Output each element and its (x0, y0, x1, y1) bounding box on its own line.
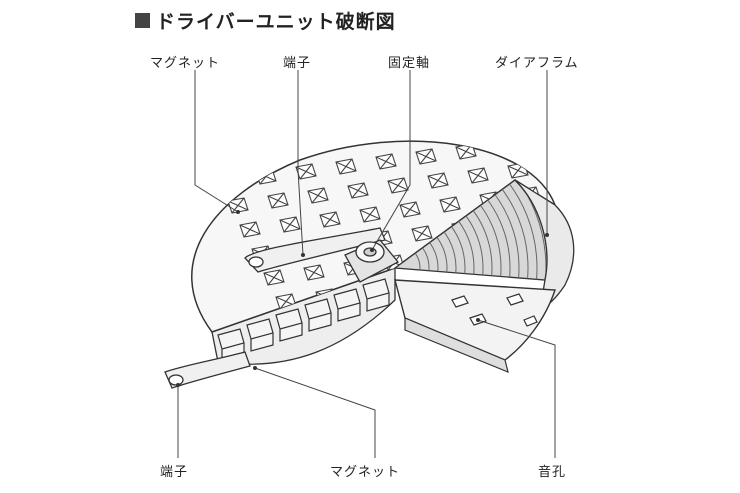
magnet-cell (467, 167, 489, 184)
diagram-title: ドライバーユニット破断図 (135, 6, 396, 34)
magnet-cell (319, 211, 341, 228)
magnet-cell (415, 148, 437, 165)
front-block (217, 328, 245, 362)
label-sound-hole: 音孔 (538, 465, 567, 480)
diaphragm-ring (395, 180, 511, 280)
diaphragm-ring (395, 180, 493, 280)
terminal-bottom-strip (164, 351, 251, 389)
terminal-top-hole (248, 256, 264, 268)
title-text: ドライバーユニット破断図 (156, 10, 396, 33)
sound-holes (451, 293, 538, 327)
diaphragm-ring (395, 180, 520, 280)
magnet-cell (427, 172, 449, 189)
title-square-icon (135, 12, 150, 28)
diaphragm-ring (395, 233, 430, 280)
magnet-cell (439, 196, 461, 213)
bottom-plate-edge (404, 317, 509, 374)
diaphragm-ring (395, 242, 421, 280)
magnet-cell (295, 163, 317, 180)
magnet-cell (507, 162, 529, 179)
label-magnet-top: マグネット (150, 56, 221, 71)
diaphragm-ring (395, 197, 466, 280)
fixed-shaft (344, 239, 400, 283)
diaphragm-ring (395, 180, 538, 280)
label-terminal-top: 端子 (283, 56, 312, 71)
magnet-cell (335, 158, 357, 175)
terminal-top-strip (244, 227, 386, 273)
diaphragm-ring (395, 188, 475, 280)
magnet-cell (267, 192, 289, 209)
magnet-cell (303, 264, 325, 281)
diaphragm-ring (395, 215, 448, 280)
magnet-cell (279, 216, 301, 233)
magnet-cell (239, 221, 261, 238)
diaphragm-rings (395, 180, 547, 280)
diaphragm-ring (395, 180, 502, 280)
front-block (304, 298, 332, 332)
magnet-cell (375, 153, 397, 170)
magnet-cell (263, 269, 285, 286)
magnet-cell (387, 177, 409, 194)
leader-dots (176, 210, 549, 387)
magnet-cell (215, 173, 237, 190)
front-block (246, 318, 274, 352)
diaphragm-ring (395, 206, 457, 280)
label-terminal-bottom: 端子 (160, 465, 189, 480)
terminal-bottom-hole (168, 374, 184, 386)
label-diaphragm: ダイアフラム (495, 56, 579, 71)
front-block (275, 308, 303, 342)
magnet-cell (347, 182, 369, 199)
leader-lines (177, 70, 556, 458)
magnet-cell (307, 187, 329, 204)
front-block (333, 288, 361, 322)
magnet-cell (359, 206, 381, 223)
label-magnet-bottom: マグネット (330, 465, 401, 480)
diaphragm-ring (395, 180, 547, 280)
magnet-cell (495, 141, 517, 155)
diaphragm-ring (395, 180, 484, 280)
magnet-cell (399, 201, 421, 218)
diaphragm-ring (395, 180, 529, 280)
front-blocks (217, 278, 390, 362)
magnet-cell (411, 225, 433, 242)
front-block (362, 278, 390, 312)
diaphragm-ring (395, 224, 439, 280)
label-fixed-shaft: 固定軸 (388, 56, 431, 71)
